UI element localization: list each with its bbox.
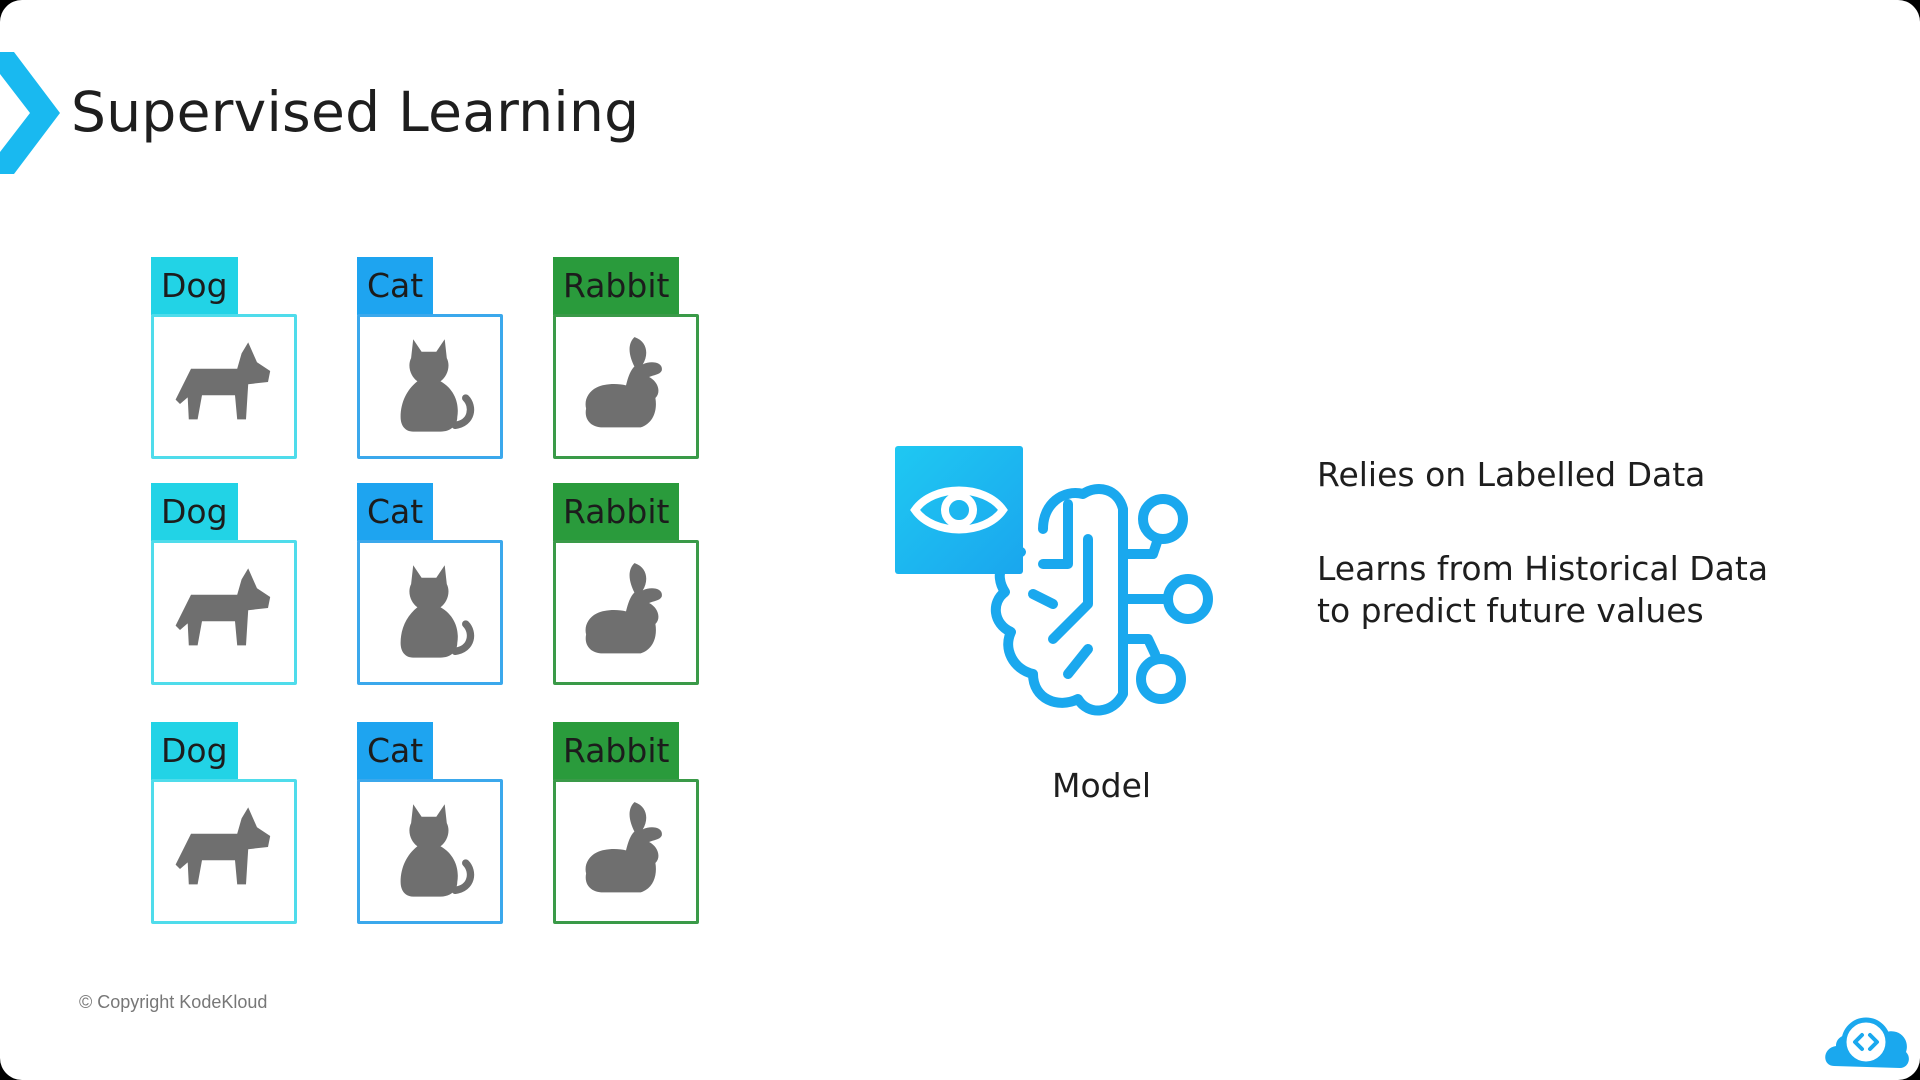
labelled-card-cat: Cat <box>357 722 503 924</box>
card-label-rabbit: Rabbit <box>553 257 680 315</box>
rabbit-icon <box>571 335 681 440</box>
dog-icon <box>169 561 279 666</box>
kodekloud-logo-icon <box>1825 1017 1909 1068</box>
card-label-rabbit: Rabbit <box>553 483 680 541</box>
card-label-dog: Dog <box>151 483 238 541</box>
cat-icon <box>375 335 485 440</box>
labelled-card-rabbit: Rabbit <box>553 483 699 685</box>
chevron-accent-icon <box>0 52 60 174</box>
card-label-dog: Dog <box>151 257 238 315</box>
card-image-box <box>151 779 297 924</box>
dog-icon <box>169 335 279 440</box>
card-label-dog: Dog <box>151 722 238 780</box>
model-brain-icon <box>895 446 1213 716</box>
labelled-card-rabbit: Rabbit <box>553 722 699 924</box>
copyright-text: © Copyright KodeKloud <box>79 992 268 1012</box>
page-title: Supervised Learning <box>71 80 640 144</box>
card-image-box <box>553 779 699 924</box>
model-label: Model <box>1052 766 1152 805</box>
card-image-box <box>553 540 699 685</box>
labelled-card-cat: Cat <box>357 483 503 685</box>
rabbit-icon <box>571 800 681 905</box>
labelled-card-dog: Dog <box>151 483 297 685</box>
card-label-cat: Cat <box>357 257 434 315</box>
point-line-2: to predict future values <box>1317 591 1704 630</box>
card-image-box <box>151 314 297 459</box>
dog-icon <box>169 800 279 905</box>
card-image-box <box>357 314 503 459</box>
cat-icon <box>375 561 485 666</box>
labelled-card-dog: Dog <box>151 257 297 459</box>
cat-icon <box>375 800 485 905</box>
labelled-card-dog: Dog <box>151 722 297 924</box>
card-image-box <box>357 540 503 685</box>
card-image-box <box>553 314 699 459</box>
point-labelled-data: Relies on Labelled Data <box>1317 455 1706 494</box>
point-historical-data: Learns from Historical Data to predict f… <box>1317 548 1768 632</box>
point-line-1: Learns from Historical Data <box>1317 549 1769 588</box>
card-label-cat: Cat <box>357 483 434 541</box>
card-label-rabbit: Rabbit <box>553 722 680 780</box>
card-label-cat: Cat <box>357 722 434 780</box>
rabbit-icon <box>571 561 681 666</box>
card-image-box <box>151 540 297 685</box>
labelled-card-rabbit: Rabbit <box>553 257 699 459</box>
labelled-card-cat: Cat <box>357 257 503 459</box>
card-image-box <box>357 779 503 924</box>
